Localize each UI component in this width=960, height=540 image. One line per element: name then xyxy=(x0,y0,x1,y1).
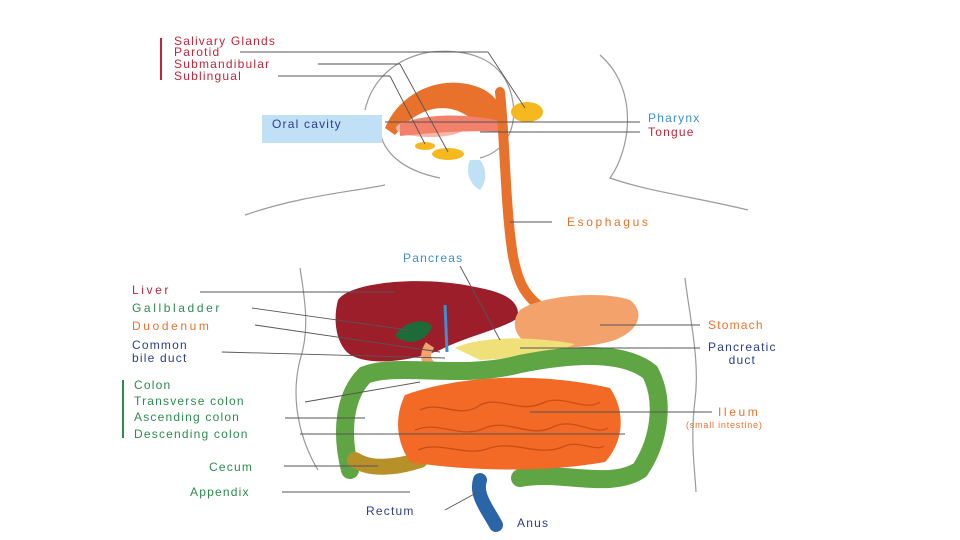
parotid-gland-shape xyxy=(511,102,543,122)
label-stomach: Stomach xyxy=(708,318,764,332)
label-parotid: Parotid xyxy=(174,45,221,59)
liver-shape xyxy=(335,281,519,362)
label-pharynx: Pharynx xyxy=(648,111,701,125)
mouth-region xyxy=(385,82,543,190)
pancreas-shape xyxy=(455,338,575,360)
label-gallbladder: Gallbladder xyxy=(132,301,222,315)
gallbladder-shape xyxy=(395,321,432,342)
label-submandibular: Submandibular xyxy=(174,57,271,71)
submandibular-gland-shape xyxy=(432,148,464,160)
rectum-shape xyxy=(471,473,503,532)
esophagus-shape xyxy=(495,87,553,317)
label-oral-cavity: Oral cavity xyxy=(272,117,342,131)
label-appendix: Appendix xyxy=(190,485,250,499)
sublingual-gland-shape xyxy=(415,142,435,150)
label-descending-colon: Descending colon xyxy=(134,427,249,441)
colon-shape xyxy=(336,347,668,489)
leader-lines xyxy=(200,51,712,511)
label-transverse-colon: Transverse colon xyxy=(134,394,245,408)
label-pancreas: Pancreas xyxy=(403,251,464,265)
label-esophagus: Esophagus xyxy=(567,215,651,229)
label-small-intestine: (small intestine) xyxy=(686,420,763,430)
label-ileum: Ileum xyxy=(718,405,761,419)
label-anus: Anus xyxy=(517,516,550,530)
label-salivary-glands: Salivary Glands xyxy=(174,34,277,48)
stomach-shape xyxy=(514,295,639,348)
label-tongue: Tongue xyxy=(648,125,695,139)
label-rectum: Rectum xyxy=(366,504,415,518)
oral-cavity-highlight xyxy=(262,115,382,143)
label-colon: Colon xyxy=(134,378,172,392)
label-pancreatic-duct: Pancreatic duct xyxy=(708,340,777,367)
small-intestine-shape xyxy=(398,377,621,470)
label-ascending-colon: Ascending colon xyxy=(134,410,241,424)
colon-bracket xyxy=(122,380,124,438)
label-liver: Liver xyxy=(132,283,172,297)
label-cecum: Cecum xyxy=(209,460,254,474)
label-common-bile-duct: Common bile duct xyxy=(132,338,188,365)
label-duodenum: Duodenum xyxy=(132,319,212,333)
salivary-bracket xyxy=(160,38,162,80)
label-sublingual: Sublingual xyxy=(174,69,243,83)
